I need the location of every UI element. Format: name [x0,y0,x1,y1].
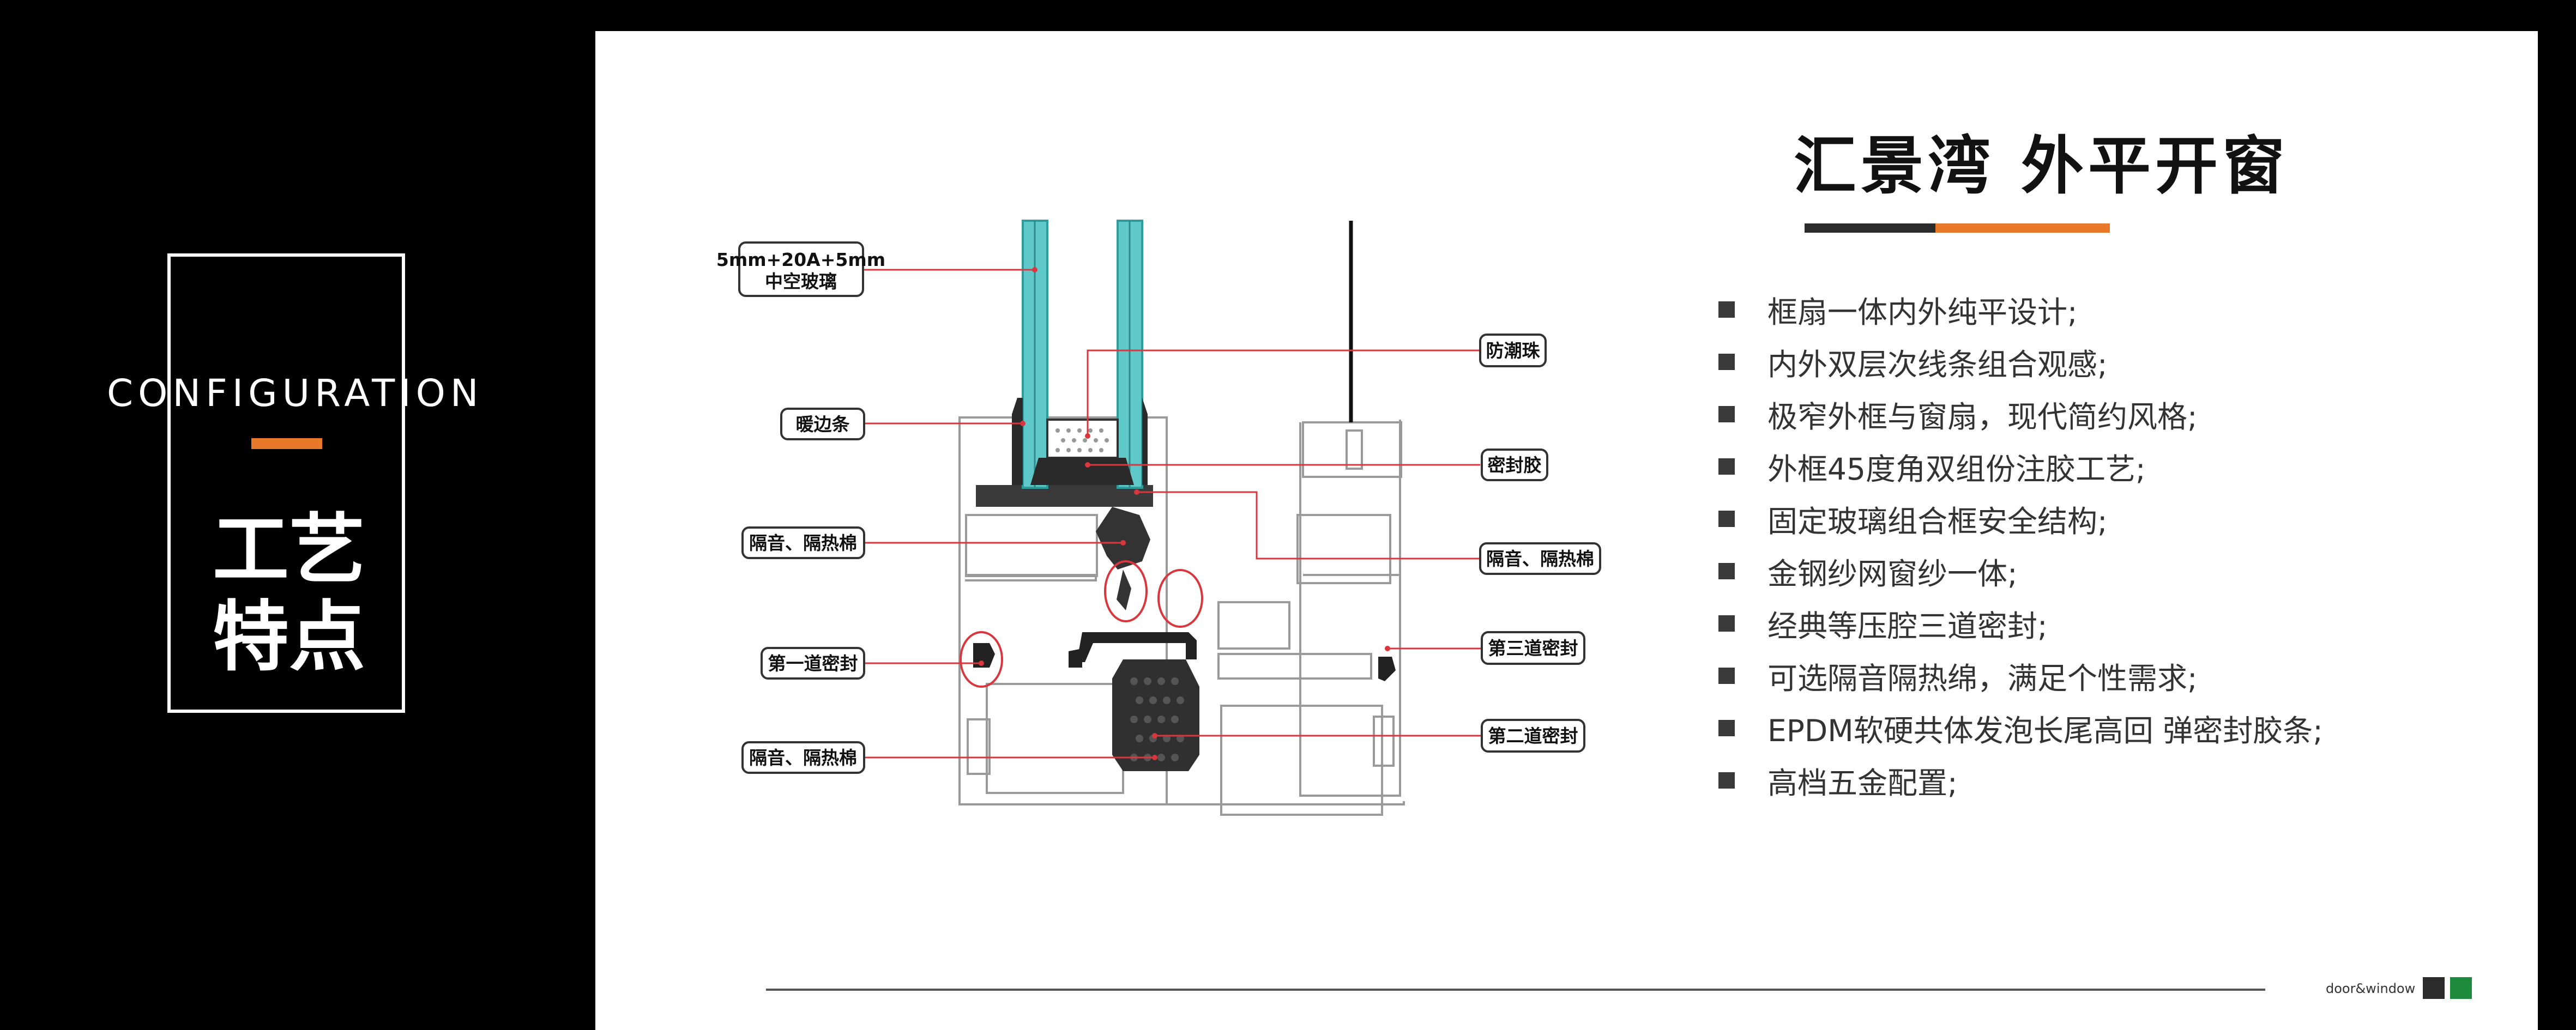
callout-first-seal-text: 第一道密封 [768,653,858,674]
footer-brand: door&window [2326,981,2416,996]
callout-insulation-left-1-text: 隔音、隔热棉 [749,532,857,554]
feature-item: 框扇一体内外纯平设计; [1718,283,2323,336]
insulation-foam-upper [1096,507,1150,569]
section-title-line1: 工艺 [212,506,365,595]
content-card [595,31,2538,1030]
feature-item: 金钢纱网窗纱一体; [1718,545,2323,597]
hardware-profile [1077,632,1197,662]
callout-moisture-bead-text: 防潮珠 [1486,340,1541,361]
feature-text: 金钢纱网窗纱一体; [1767,556,2018,591]
footer-divider [766,989,2265,991]
callout-glass: 5mm+20A+5mm 中空玻璃 [716,241,885,297]
feature-text: 极窄外框与窗扇，现代简约风格; [1767,399,2198,434]
feature-item: 经典等压腔三道密封; [1718,597,2323,650]
callout-leader-lines [864,269,1482,759]
third-seal-gasket [1378,657,1396,681]
square-bullet-icon [1718,511,1735,527]
callout-second-seal-text: 第二道密封 [1488,725,1578,747]
feature-list: 框扇一体内外纯平设计; 内外双层次线条组合观感; 极窄外框与窗扇，现代简约风格;… [1718,283,2323,807]
insulated-glass [1022,220,1143,489]
callout-glass-line1: 5mm+20A+5mm [716,249,885,270]
callout-warm-edge-text: 暖边条 [796,414,850,435]
callout-second-seal: 第二道密封 [1481,719,1585,753]
feature-item: 外框45度角双组份注胶工艺; [1718,440,2323,493]
feature-item: 固定玻璃组合框安全结构; [1718,493,2323,545]
feature-text: 高档五金配置; [1767,766,1958,801]
configuration-frame [167,253,405,713]
feature-item: 极窄外框与窗扇，现代简约风格; [1718,388,2323,440]
callout-sealant-text: 密封胶 [1488,455,1542,476]
brand-square-green [2450,977,2472,999]
square-bullet-icon [1718,301,1735,318]
square-bullet-icon [1718,668,1735,684]
square-bullet-icon [1718,406,1735,422]
section-title-line2: 特点 [212,593,365,682]
square-bullet-icon [1718,615,1735,632]
title-underline-dark [1805,223,1935,233]
callout-third-seal: 第三道密封 [1481,631,1585,665]
callout-insulation-right-text: 隔音、隔热棉 [1486,548,1594,569]
feature-text: 固定玻璃组合框安全结构; [1767,504,2108,539]
square-bullet-icon [1718,458,1735,475]
feature-text: 内外双层次线条组合观感; [1767,347,2108,382]
square-bullet-icon [1718,772,1735,789]
callout-warm-edge: 暖边条 [780,408,865,440]
callout-first-seal: 第一道密封 [761,647,865,680]
section-title: 工艺 特点 [207,507,371,681]
feature-item: 可选隔音隔热绵，满足个性需求; [1718,650,2323,702]
callout-labels: 5mm+20A+5mm 中空玻璃 暖边条 隔音、隔热棉 第一道密封 隔音、隔热棉… [716,241,1601,774]
seal-strip-middle [1117,569,1131,610]
callout-moisture-bead: 防潮珠 [1479,334,1547,367]
feature-text: 经典等压腔三道密封; [1767,609,2048,644]
callout-dots [979,267,1390,760]
feature-item: 高档五金配置; [1718,754,2323,807]
insulation-foam-lower [1112,659,1199,771]
feature-text: 可选隔音隔热绵，满足个性需求; [1767,661,2198,696]
product-title: 汇景湾 外平开窗 [1794,129,2290,203]
title-underline-orange [1935,223,2110,233]
aluminium-frame-profile [958,416,1405,816]
callout-insulation-left-2: 隔音、隔热棉 [741,741,865,774]
hardware-clip [1069,649,1082,668]
callout-glass-line2: 中空玻璃 [765,271,837,292]
feature-text: 框扇一体内外纯平设计; [1767,295,2078,330]
callout-insulation-right: 隔音、隔热棉 [1479,542,1601,575]
square-bullet-icon [1718,354,1735,370]
configuration-label: CONFIGURATION [107,372,484,415]
feature-item: EPDM软硬共体发泡长尾高回 弹密封胶条; [1718,702,2323,754]
highlight-circles [960,560,1203,688]
callout-insulation-left-2-text: 隔音、隔热棉 [749,747,857,768]
feature-item: 内外双层次线条组合观感; [1718,336,2323,388]
square-bullet-icon [1718,563,1735,579]
feature-text: EPDM软硬共体发泡长尾高回 弹密封胶条; [1767,713,2323,748]
callout-sealant: 密封胶 [1481,449,1548,481]
callout-third-seal-text: 第三道密封 [1488,638,1578,659]
square-bullet-icon [1718,720,1735,736]
brand-square-dark [2423,977,2445,999]
callout-insulation-left-1: 隔音、隔热棉 [741,526,865,559]
left-panel: CONFIGURATION 工艺 特点 [0,0,595,1030]
configuration-accent-bar [251,438,322,449]
feature-text: 外框45度角双组份注胶工艺; [1767,452,2146,487]
first-seal-gasket [973,643,995,668]
